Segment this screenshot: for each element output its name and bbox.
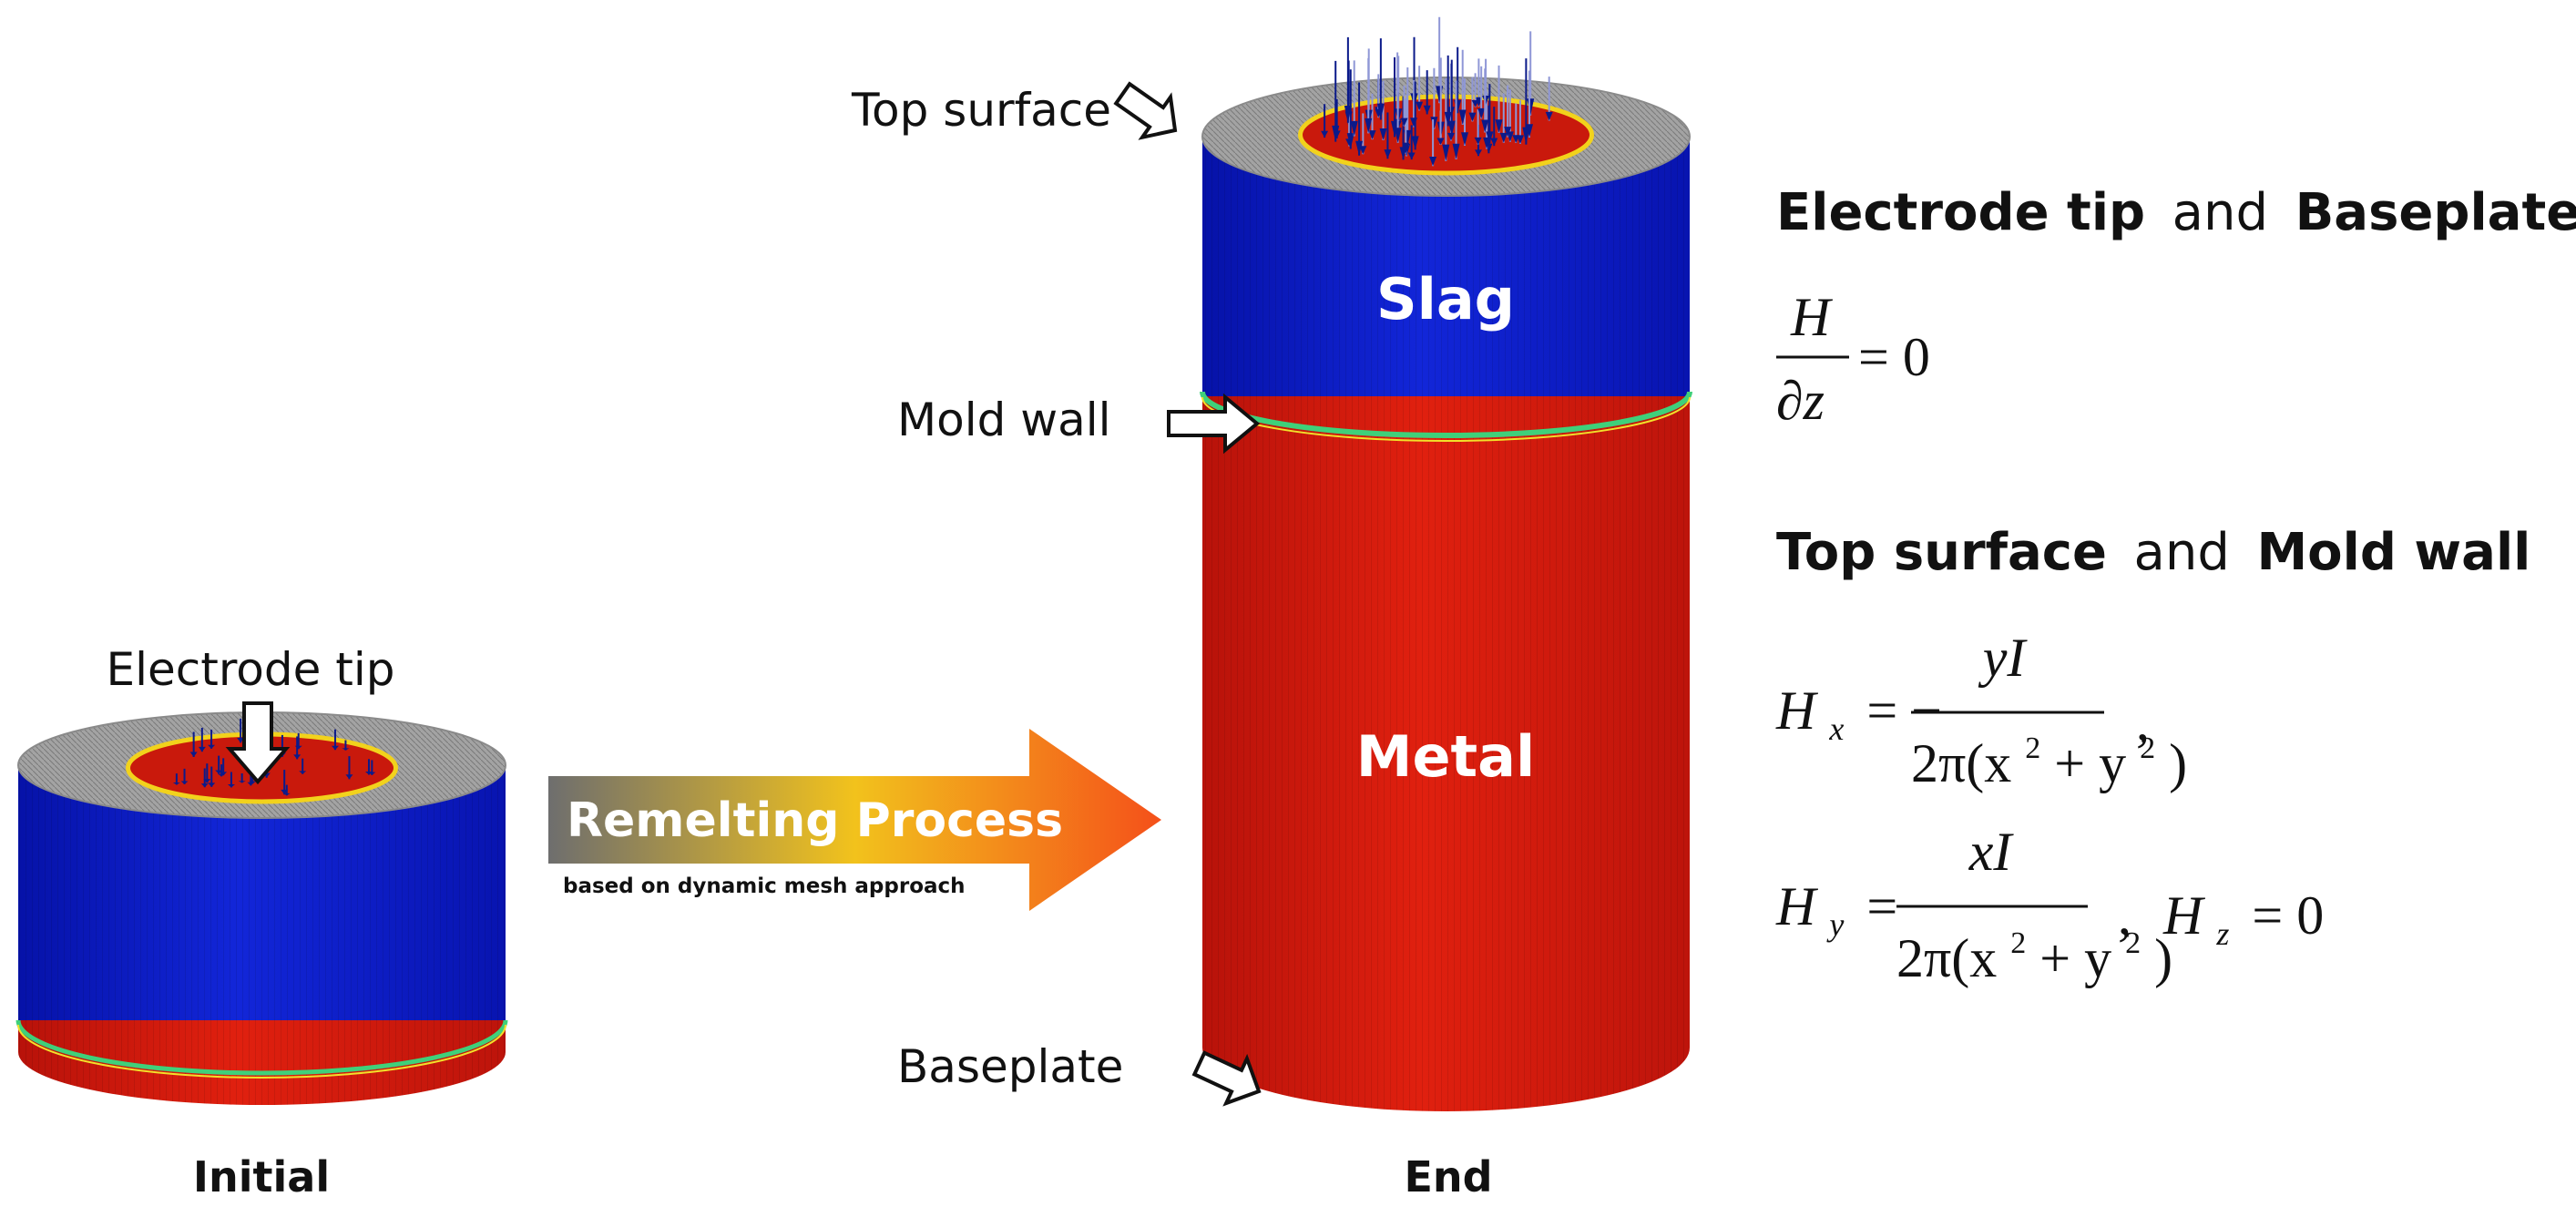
hx-comma: ,: [2136, 691, 2150, 752]
mold-wall-arrow-icon: [1167, 393, 1261, 455]
hy-denominator: 2π(x 2 + y 2 ): [1896, 905, 2172, 988]
baseplate-arrow-icon: [1191, 1050, 1262, 1107]
svg-text:H y =: H y =: [1775, 876, 1897, 947]
end-caption: End: [1404, 1152, 1492, 1202]
electrode-tip-label: Electrode tip: [106, 643, 394, 696]
process-arrow-shape: [548, 729, 1161, 911]
bc1-rhs: = 0: [1858, 327, 1930, 387]
process-arrow-title: Remelting Process: [567, 793, 1063, 848]
metal-label: Metal: [1356, 723, 1535, 790]
svg-text:, H z: , H z = 0: [2118, 885, 2324, 956]
electrode-tip-arrow-icon: [225, 701, 291, 785]
baseplate-callout: Baseplate: [897, 1040, 1262, 1107]
end-current-vectors: [1321, 16, 1553, 167]
hx-equation: H x = − yI 2π(x 2 + y 2 ) ,: [1775, 628, 2187, 793]
top-surface-label: Top surface: [851, 84, 1111, 137]
end-cylinder: Slag Metal: [1200, 16, 1692, 1111]
hx-numerator: yI: [1978, 628, 2029, 688]
electrode-tip-callout: Electrode tip: [106, 643, 395, 785]
hy-numerator: xI: [1968, 822, 2015, 882]
hx-denominator: 2π(x 2 + y 2 ): [1911, 710, 2187, 793]
boundary-condition-2: Top surface and Mold wall H x = − yI 2π(…: [1775, 523, 2530, 988]
boundary-condition-1: Electrode tip and Baseplate H ∂z = 0: [1776, 183, 2576, 431]
svg-text:H x = −: H x = −: [1775, 680, 1942, 752]
top-surface-arrow-icon: [1113, 81, 1178, 140]
bc1-heading: Electrode tip and Baseplate: [1776, 183, 2576, 242]
top-surface-callout: Top surface: [851, 81, 1178, 140]
bc2-heading: Top surface and Mold wall: [1776, 523, 2530, 582]
baseplate-label: Baseplate: [897, 1040, 1123, 1093]
slag-label: Slag: [1376, 266, 1515, 332]
initial-caption: Initial: [193, 1152, 330, 1202]
bc1-denominator: ∂z: [1776, 371, 1825, 431]
hy-equation: H y = xI 2π(x 2 + y 2 ) , H z = 0: [1775, 822, 2324, 988]
remelting-process-arrow: Remelting Process based on dynamic mesh …: [548, 729, 1161, 911]
mold-wall-label: Mold wall: [897, 394, 1111, 446]
mold-wall-callout: Mold wall: [897, 393, 1261, 455]
bc1-numerator: H: [1790, 287, 1834, 347]
process-arrow-subtitle: based on dynamic mesh approach: [563, 874, 966, 898]
initial-slag-metal-interface: [15, 1019, 508, 1076]
